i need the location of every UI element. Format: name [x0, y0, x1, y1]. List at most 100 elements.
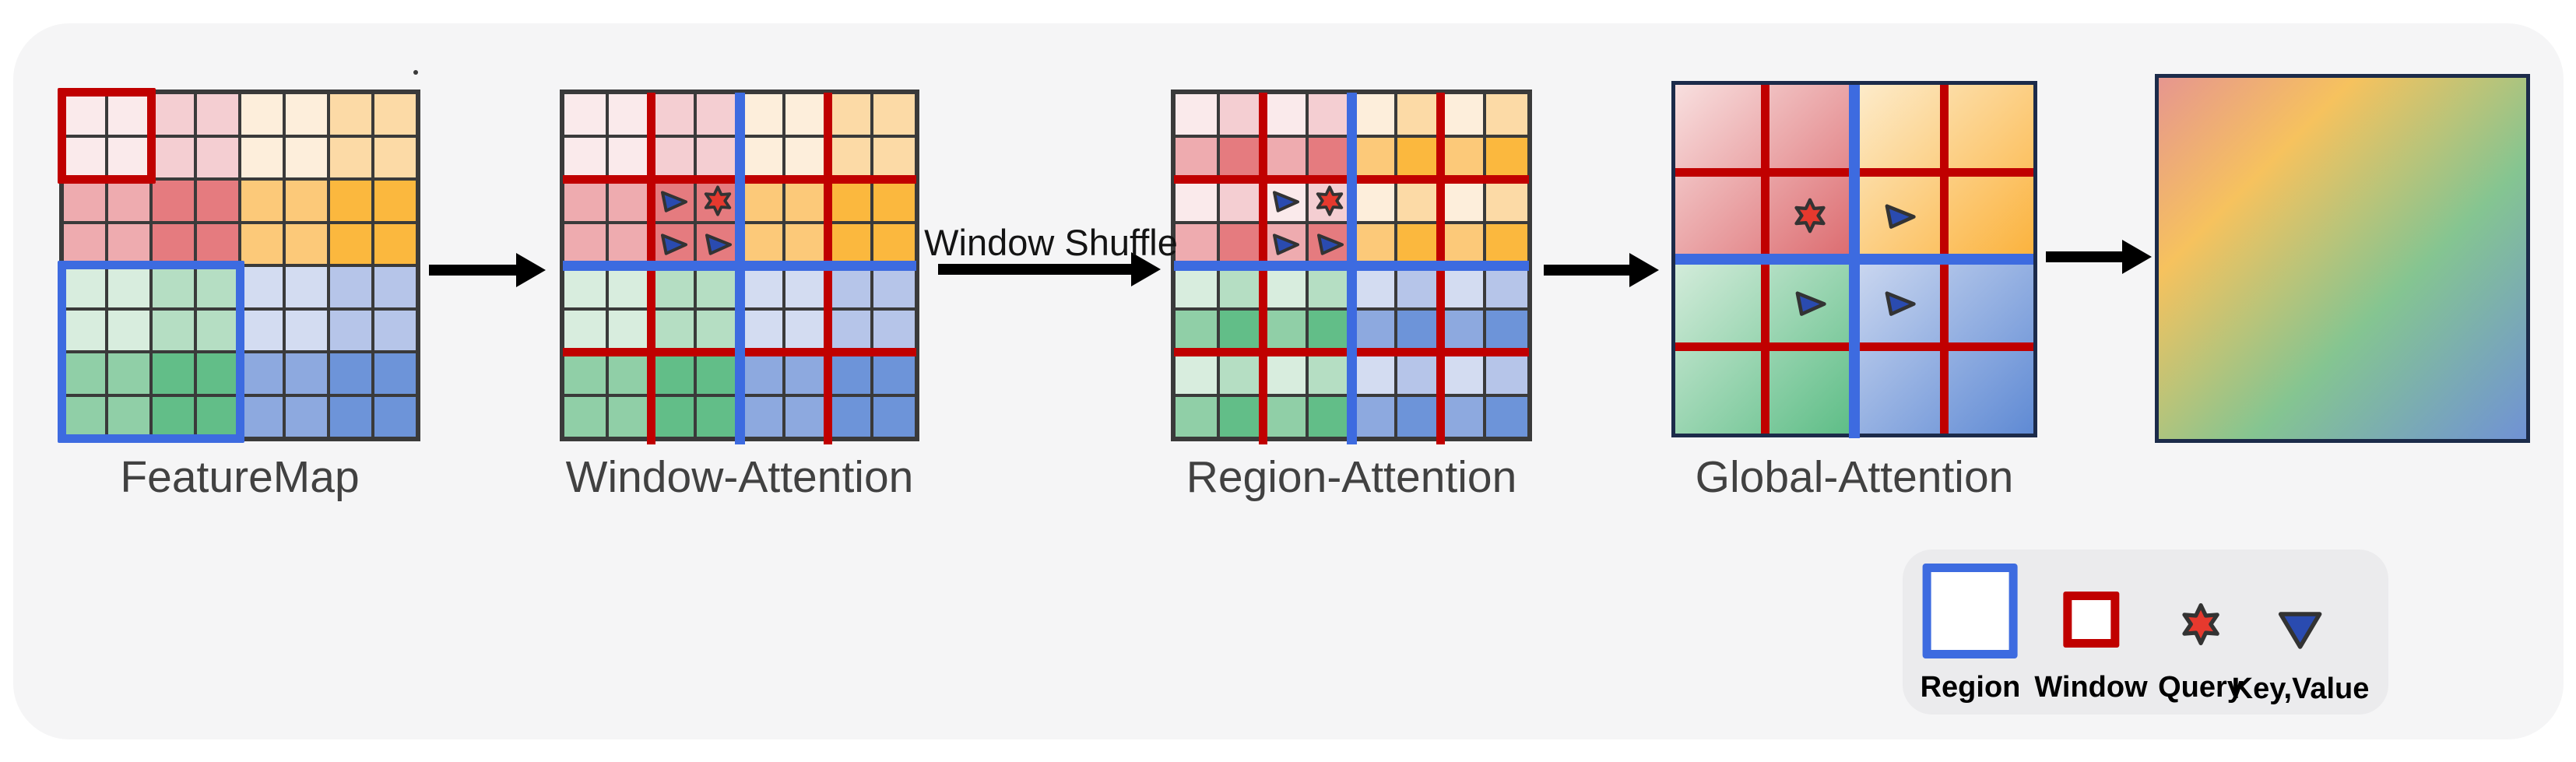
- legend-label-key-value: Key,Value: [2231, 672, 2370, 705]
- grid-cell: [284, 352, 329, 395]
- grid-cell: [329, 395, 373, 438]
- grid-cell: [1307, 308, 1351, 352]
- grid-cell: [62, 352, 107, 395]
- query-star-icon: [2182, 603, 2219, 645]
- grid-cell: [1174, 222, 1218, 265]
- grid-cell: [107, 179, 151, 223]
- grid-cell: [783, 179, 828, 223]
- grid-cell: [783, 308, 828, 352]
- grid-cell: [563, 93, 607, 136]
- grid-cell: [1485, 135, 1529, 179]
- grid-cell: [373, 395, 417, 438]
- grid-cell: [1218, 179, 1263, 223]
- query-star-marker: [1313, 183, 1346, 219]
- key-value-triangle-icon: [1885, 204, 1916, 229]
- key-value-triangle-icon: [660, 234, 687, 255]
- grid-cell: [284, 265, 329, 309]
- grid-cell: [1440, 179, 1485, 223]
- window-shuffle-arrow-icon: [1131, 252, 1161, 286]
- grid-cell: [151, 308, 195, 352]
- grid-cell: [695, 93, 740, 136]
- grid-cell: [151, 352, 195, 395]
- key-value-triangle-icon: [660, 191, 687, 212]
- key-value-triangle-icon: [1316, 234, 1344, 255]
- grid-cell: [828, 135, 873, 179]
- grid-cell: [872, 222, 916, 265]
- grid-cell: [1351, 135, 1396, 179]
- arrow-right-icon: [516, 253, 546, 287]
- grid-cell: [872, 93, 916, 136]
- window-line: [1675, 342, 2033, 351]
- query-star-icon: [1794, 198, 1826, 234]
- grid-cell: [606, 265, 652, 309]
- grid-cell: [1218, 222, 1263, 265]
- grid-cell: [329, 352, 373, 395]
- grid-cell: [828, 352, 873, 395]
- grid-cell: [606, 222, 652, 265]
- window-shuffle-arrow-icon: [938, 264, 1133, 275]
- grid-cell: [329, 179, 373, 223]
- grid-cell: [195, 135, 240, 179]
- grid-cell: [62, 308, 107, 352]
- key-value-triangle-marker: [1267, 228, 1304, 259]
- grid-cell: [1307, 93, 1351, 136]
- grid-cell: [872, 265, 916, 309]
- grid-cell: [1174, 308, 1218, 352]
- grid-cell: [62, 93, 107, 136]
- query-star-marker: [701, 183, 734, 219]
- grid-cell: [563, 352, 607, 395]
- grid-cell: [1440, 308, 1485, 352]
- grid-cell: [1218, 135, 1263, 179]
- grid-cell: [872, 135, 916, 179]
- grid-cell: [284, 135, 329, 179]
- grid-cell: [1396, 308, 1440, 352]
- grid-cell: [1396, 395, 1440, 438]
- key-value-triangle-marker: [1878, 198, 1921, 234]
- query-star-marker: [1791, 195, 1829, 236]
- grid-cell: [606, 395, 652, 438]
- window-line: [1760, 85, 1769, 434]
- grid-cell: [195, 308, 240, 352]
- grid-cell: [1218, 265, 1263, 309]
- grid-cell: [62, 222, 107, 265]
- grid-cell: [62, 135, 107, 179]
- legend-label-query: Query: [2158, 671, 2244, 704]
- grid-cell: [1351, 395, 1396, 438]
- grid-cell: [195, 222, 240, 265]
- grid-cell: [195, 179, 240, 223]
- grid-cell: [740, 135, 784, 179]
- grid-cell: [1263, 265, 1307, 309]
- grid-cell: [606, 308, 652, 352]
- grid-cell: [828, 265, 873, 309]
- grid-cell: [651, 395, 696, 438]
- grid-cell: [651, 93, 696, 136]
- grid-cell: [1485, 308, 1529, 352]
- arrow-right-icon: [1544, 265, 1631, 276]
- grid-cell: [1307, 352, 1351, 395]
- stray-dot: [413, 70, 418, 75]
- grid-cell: [563, 308, 607, 352]
- grid-cell: [1351, 222, 1396, 265]
- grid-cell: [695, 135, 740, 179]
- grid-cell: [151, 265, 195, 309]
- grid-cell: [1485, 265, 1529, 309]
- grid-cell: [240, 135, 284, 179]
- grid-cell: [563, 135, 607, 179]
- grid-cell: [284, 93, 329, 136]
- grid-cell: [373, 135, 417, 179]
- legend-label-region: Region: [1920, 671, 2021, 704]
- window-attention-label: Window-Attention: [565, 452, 914, 502]
- grid-cell: [373, 222, 417, 265]
- grid-cell: [872, 179, 916, 223]
- grid-cell: [828, 308, 873, 352]
- legend-item-window: Window: [2034, 556, 2148, 704]
- grid-cell: [1174, 179, 1218, 223]
- grid-cell: [151, 135, 195, 179]
- grid-cell: [1174, 93, 1218, 136]
- query-star-icon: [2178, 599, 2223, 649]
- grid-cell: [606, 179, 652, 223]
- grid-cell: [1396, 93, 1440, 136]
- grid-cell: [62, 179, 107, 223]
- grid-cell: [783, 222, 828, 265]
- window-attention-grid: [560, 90, 919, 444]
